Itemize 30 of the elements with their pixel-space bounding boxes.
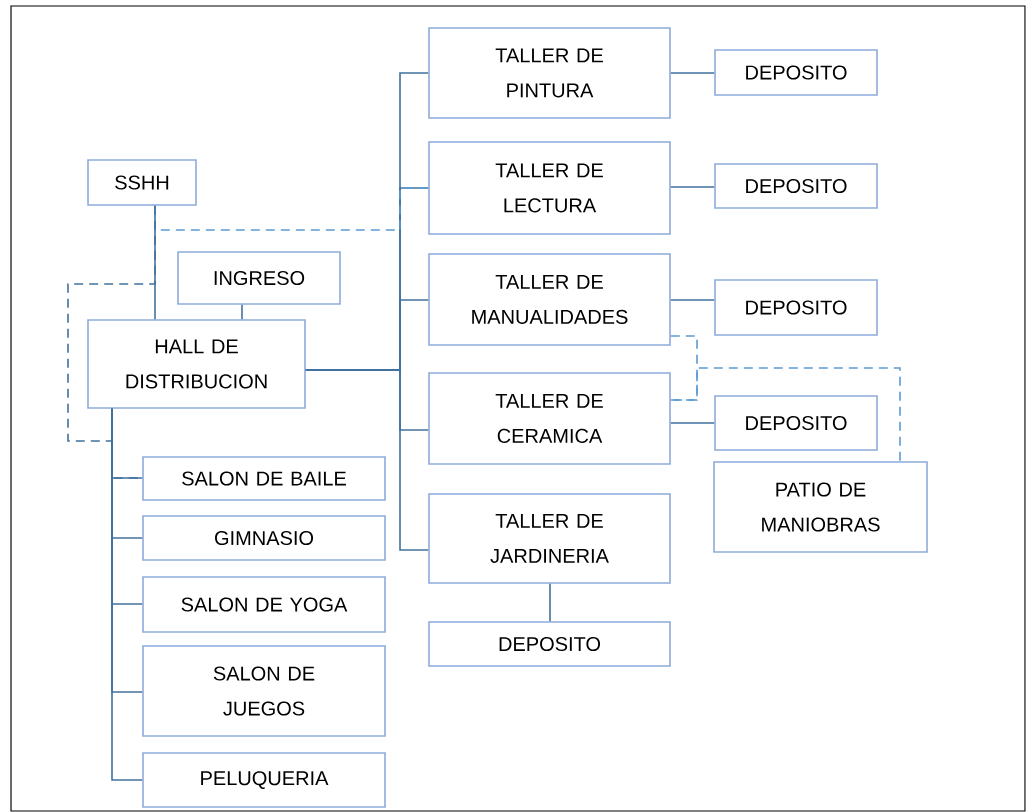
- connector-line: [670, 335, 698, 401]
- room-box: DEPOSITO: [714, 49, 878, 96]
- connector-line: [241, 304, 243, 320]
- room-box: PELUQUERIA: [142, 752, 386, 808]
- connector-line: [549, 583, 551, 622]
- connector-line: [670, 72, 715, 74]
- connector-line: [670, 186, 715, 188]
- room-box: TALLER DE MANUALIDADES: [428, 253, 671, 346]
- room-box: DEPOSITO: [428, 621, 671, 667]
- connector-line: [305, 369, 429, 551]
- room-box: SALON DE YOGA: [142, 576, 386, 633]
- room-box: SSHH: [87, 159, 197, 206]
- connector-line: [111, 408, 143, 781]
- connector-line: [670, 422, 715, 424]
- room-box: HALL DE DISTRIBUCION: [87, 319, 306, 409]
- room-box: DEPOSITO: [714, 395, 878, 451]
- room-box: SALON DE JUEGOS: [142, 645, 386, 737]
- room-box: TALLER DE LECTURA: [428, 141, 671, 235]
- connector-line: [67, 205, 156, 479]
- room-box: DEPOSITO: [714, 279, 878, 336]
- room-box: PATIO DE MANIOBRAS: [713, 461, 928, 553]
- connector-line: [670, 367, 901, 462]
- room-box: TALLER DE JARDINERIA: [428, 493, 671, 584]
- room-box: DEPOSITO: [714, 163, 878, 209]
- room-box: SALON DE BAILE: [142, 456, 386, 501]
- room-box: TALLER DE CERAMICA: [428, 372, 671, 465]
- room-box: GIMNASIO: [142, 515, 386, 561]
- room-box: INGRESO: [177, 251, 341, 305]
- room-box: TALLER DE PINTURA: [428, 27, 671, 119]
- connector-line: [670, 299, 715, 301]
